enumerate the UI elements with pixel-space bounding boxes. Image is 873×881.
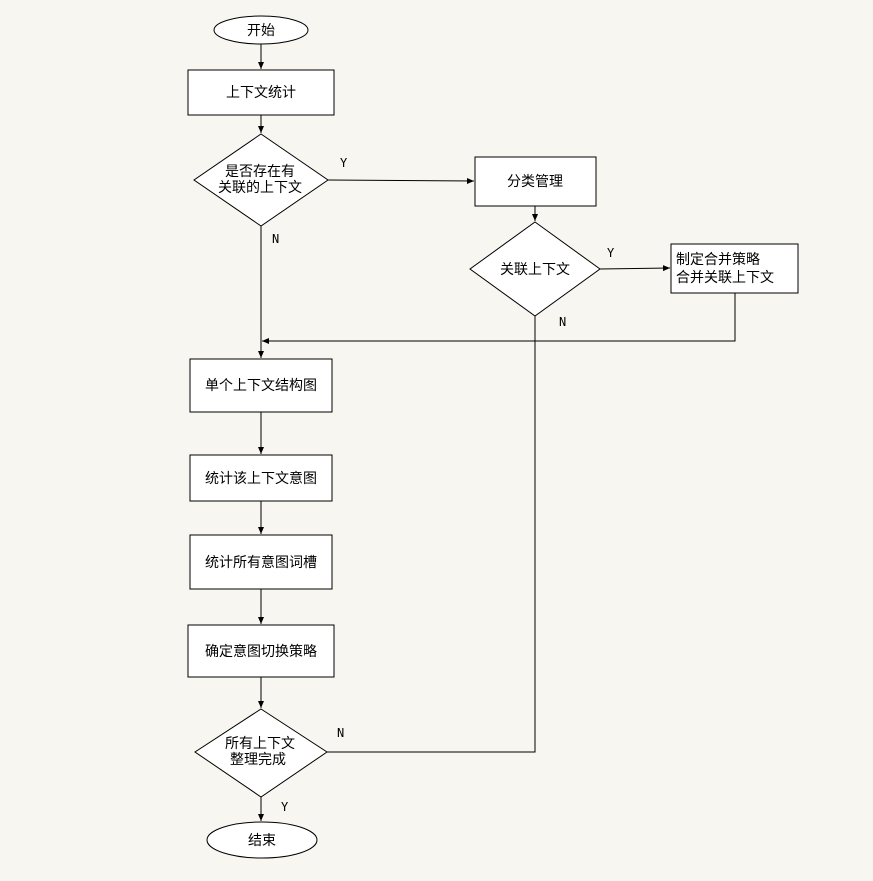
all-done-yes-label: Y: [281, 800, 289, 814]
category-mgmt-label: 分类管理: [507, 174, 563, 190]
context-stats-label: 上下文统计: [226, 85, 296, 101]
merge-strategy-box: 制定合并策略 合并关联上下文: [670, 243, 799, 294]
all-intent-slots-box: 统计所有意图词槽: [189, 534, 333, 590]
intent-switch-label: 确定意图切换策略: [205, 643, 317, 660]
connectors: [258, 44, 736, 821]
all-done-label-line2: 整理完成: [230, 752, 286, 768]
edge-decision3-no-loop: [327, 316, 536, 753]
all-done-no-label: N: [337, 726, 344, 740]
has-related-label-line1: 是否存在有: [225, 164, 295, 180]
context-intent-label: 统计该上下文意图: [205, 470, 317, 487]
has-related-decision: 是否存在有 关联的上下文: [193, 133, 329, 227]
start-node: 开始: [213, 15, 309, 45]
related-context-label: 关联上下文: [500, 262, 570, 278]
all-intent-slots-label: 统计所有意图词槽: [205, 554, 317, 571]
end-label: 结束: [248, 833, 276, 849]
context-intent-box: 统计该上下文意图: [189, 454, 333, 502]
edge-decision2-yes-to-merge: [599, 265, 671, 272]
related-context-decision: 关联上下文: [469, 221, 601, 317]
end-node: 结束: [206, 821, 318, 859]
all-done-label-line1: 所有上下文: [225, 736, 295, 752]
intent-switch-box: 确定意图切换策略: [187, 624, 335, 678]
related-yes-label: Y: [607, 246, 615, 260]
related-no-label: N: [559, 315, 566, 329]
category-mgmt-box: 分类管理: [474, 156, 597, 207]
edge-merge-back-to-main: [262, 293, 736, 344]
merge-label-line2: 合并关联上下文: [676, 270, 774, 286]
start-label: 开始: [247, 23, 275, 39]
edge-decision1-yes-to-category: [327, 177, 475, 184]
all-done-decision: 所有上下文 整理完成: [194, 708, 328, 798]
has-related-yes-label: Y: [340, 156, 348, 170]
merge-label-line1: 制定合并策略: [676, 251, 760, 268]
single-structure-label: 单个上下文结构图: [205, 378, 317, 394]
single-structure-box: 单个上下文结构图: [189, 358, 333, 413]
context-stats-box: 上下文统计: [187, 69, 335, 116]
has-related-no-label: N: [272, 232, 279, 246]
has-related-label-line2: 关联的上下文: [218, 180, 302, 196]
